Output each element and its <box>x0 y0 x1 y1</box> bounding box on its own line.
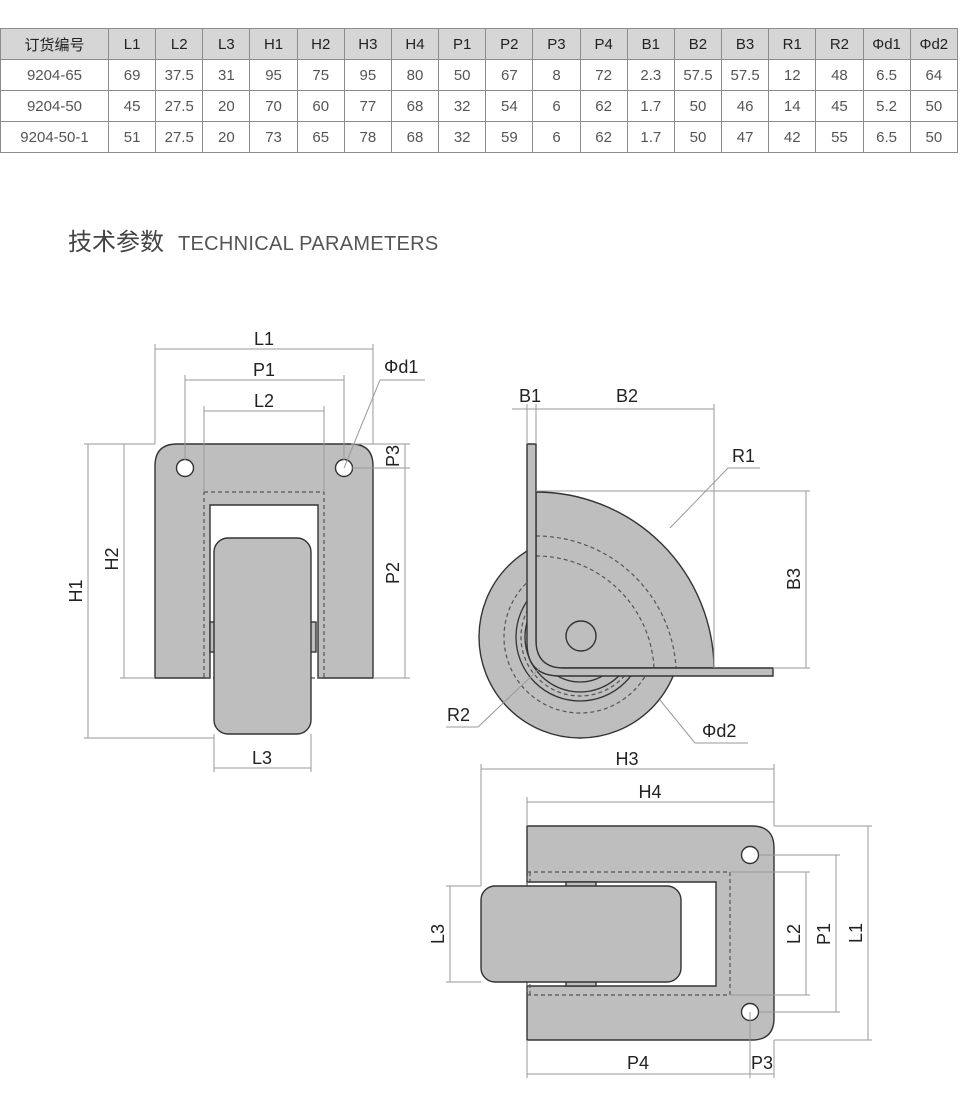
col-header: H1 <box>249 28 298 60</box>
table-header-row: 订货编号 L1 L2 L3 H1 H2 H3 H4 P1 P2 P3 P4 B1… <box>0 28 959 60</box>
dim-label-d2: Φd2 <box>702 721 736 741</box>
table-cell: 45 <box>815 90 864 122</box>
dim-label-H2: H2 <box>102 547 122 570</box>
top-wheel <box>480 885 682 983</box>
table-cell: 54 <box>485 90 534 122</box>
table-cell: 27.5 <box>155 121 204 153</box>
col-header: B3 <box>721 28 770 60</box>
table-cell: 77 <box>343 90 392 122</box>
dim-label-P3-top: P3 <box>751 1053 773 1073</box>
table-cell: 78 <box>343 121 392 153</box>
dim-label-L1: L1 <box>254 329 274 349</box>
table-cell: 1.7 <box>626 121 675 153</box>
dim-label-L2: L2 <box>254 391 274 411</box>
col-header: 订货编号 <box>0 28 109 60</box>
table-cell: 62 <box>579 121 628 153</box>
spec-table: 订货编号 L1 L2 L3 H1 H2 H3 H4 P1 P2 P3 P4 B1… <box>0 28 959 153</box>
dim-label-R1: R1 <box>732 446 755 466</box>
table-cell: 50 <box>909 90 959 122</box>
table-cell: 55 <box>815 121 864 153</box>
col-header: Φd2 <box>909 28 959 60</box>
dim-label-H4: H4 <box>638 782 661 802</box>
col-header: H3 <box>343 28 392 60</box>
table-cell: 65 <box>296 121 345 153</box>
table-cell: 50 <box>909 121 959 153</box>
table-cell: 45 <box>107 90 157 122</box>
dim-label-P1: P1 <box>253 360 275 380</box>
table-cell: 60 <box>296 90 345 122</box>
dim-label-H1: H1 <box>66 579 86 602</box>
table-cell: 20 <box>202 90 251 122</box>
table-cell: 5.2 <box>862 90 911 122</box>
front-mount-hole-left <box>175 458 195 478</box>
dim-label-L2-top: L2 <box>784 924 804 944</box>
section-title-cn: 技术参数 <box>68 229 164 256</box>
table-cell: 8 <box>532 59 581 91</box>
order-number-cell: 9204-50 <box>0 90 109 122</box>
dim-label-R2: R2 <box>447 705 470 725</box>
section-title: 技术参数 TECHNICAL PARAMETERS <box>68 222 438 257</box>
table-cell: 70 <box>249 90 298 122</box>
dim-label-B3: B3 <box>784 568 804 590</box>
dim-label-L1-top: L1 <box>846 923 866 943</box>
table-cell: 6 <box>532 90 581 122</box>
front-view: L1 P1 L2 Φd1 P3 P2 H2 H1 <box>66 329 425 772</box>
table-cell: 68 <box>390 90 440 122</box>
dim-label-L3: L3 <box>252 748 272 768</box>
table-cell: 42 <box>768 121 817 153</box>
dim-label-L3-top: L3 <box>428 924 448 944</box>
top-mount-hole-upper <box>740 845 760 865</box>
dim-label-P1-top: P1 <box>814 923 834 945</box>
table-cell: 20 <box>202 121 251 153</box>
dim-label-B2: B2 <box>616 386 638 406</box>
table-cell: 57.5 <box>721 59 770 91</box>
side-axle <box>565 620 597 652</box>
order-number-cell: 9204-50-1 <box>0 121 109 153</box>
table-cell: 59 <box>485 121 534 153</box>
table-cell: 64 <box>909 59 959 91</box>
side-bracket-arc <box>535 491 715 669</box>
section-title-en: TECHNICAL PARAMETERS <box>178 233 439 255</box>
dim-label-d1: Φd1 <box>384 357 418 377</box>
table-cell: 57.5 <box>673 59 723 91</box>
col-header: H2 <box>296 28 345 60</box>
order-number-cell: 9204-65 <box>0 59 109 91</box>
dim-label-P4: P4 <box>627 1053 649 1073</box>
col-header: Φd1 <box>862 28 911 60</box>
table-cell: 73 <box>249 121 298 153</box>
table-cell: 48 <box>815 59 864 91</box>
table-cell: 72 <box>579 59 628 91</box>
dim-label-H3: H3 <box>615 749 638 769</box>
table-cell: 68 <box>390 121 440 153</box>
table-cell: 37.5 <box>155 59 204 91</box>
col-header: B1 <box>626 28 675 60</box>
front-wheel <box>213 537 312 735</box>
col-header: P2 <box>485 28 534 60</box>
dim-label-P2: P2 <box>383 562 403 584</box>
table-cell: 14 <box>768 90 817 122</box>
dim-label-B1: B1 <box>519 386 541 406</box>
table-cell: 6 <box>532 121 581 153</box>
table-cell: 6.5 <box>862 121 911 153</box>
col-header: B2 <box>673 28 723 60</box>
col-header: P3 <box>532 28 581 60</box>
table-cell: 95 <box>343 59 392 91</box>
top-view: H3 H4 L3 L2 P1 L1 P4 P3 <box>428 749 872 1078</box>
side-view: B1 B2 B3 R1 R2 Φd2 <box>446 386 810 744</box>
table-cell: 75 <box>296 59 345 91</box>
table-cell: 50 <box>673 121 723 153</box>
dim-label-P3: P3 <box>383 445 403 467</box>
col-header: H4 <box>390 28 440 60</box>
col-header: P1 <box>438 28 487 60</box>
